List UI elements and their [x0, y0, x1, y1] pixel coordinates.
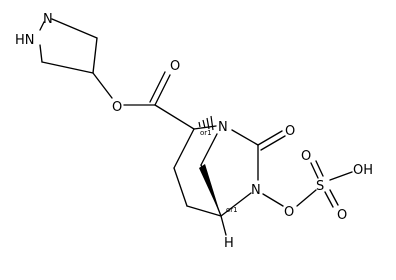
- pyrazolidine-nh-label: HN: [15, 33, 35, 48]
- bond-ccarbonyl-o-a: [154, 74, 171, 106]
- bond-ch2-c4: [92, 37, 98, 74]
- bond-lactamn-c5: [220, 192, 252, 217]
- stereo-label-c5: or1: [226, 206, 238, 214]
- sulfonyl-oxygen-bottom-label: O: [337, 208, 347, 223]
- bond-s-o-bottom-a: [324, 191, 334, 208]
- bond-n-bridge: [200, 133, 218, 166]
- bond-n1-ch2: [51, 18, 98, 39]
- pyrazolidine-ring: [39, 18, 98, 74]
- bond-lactam-co-a: [257, 130, 283, 146]
- stereo-label-c2: or1: [200, 129, 212, 137]
- ester-oxygen-label: O: [112, 100, 122, 115]
- bond-c4-ch2b: [41, 61, 94, 74]
- bond-s-o-top-b: [315, 160, 324, 177]
- sulfonyl-oxygen-top-label: O: [301, 149, 311, 164]
- bond-s-o-top-a: [310, 162, 319, 179]
- hydroxyl-label: OH: [353, 163, 373, 178]
- bridgehead-h-label: H: [224, 236, 234, 251]
- bond-n-ccarbonyl: [231, 129, 259, 146]
- hashed-wedge-c2-n: [198, 115, 214, 131]
- bond-c2-c3: [173, 128, 195, 169]
- lactam-n-label: N: [251, 183, 261, 198]
- bond-c4-c5: [186, 205, 222, 217]
- bond-ccarbonyl-c2: [154, 104, 195, 130]
- bond-n2-n1: [39, 21, 45, 31]
- bond-s-o-bottom-b: [329, 189, 339, 206]
- bond-o-s: [296, 189, 317, 207]
- bond-lactam-co-b: [260, 135, 286, 151]
- bond-c2-n: [193, 125, 217, 130]
- lactam-oxygen-label: O: [285, 124, 295, 139]
- bond-lactamn-o: [262, 193, 284, 207]
- bicyclic-core: [173, 115, 259, 236]
- bond-ccarbonyl-o-b: [149, 71, 166, 103]
- bond-c3-c4: [173, 167, 188, 207]
- sulfur-label: S: [316, 179, 324, 194]
- bond-c5-h: [220, 215, 227, 236]
- pyrazolidine-n1-label: N: [43, 12, 53, 27]
- bridgehead-n-label: N: [218, 120, 228, 135]
- bond-c4-oester: [92, 72, 113, 99]
- bond-ch2b-n2: [39, 44, 43, 63]
- carbonyl-oxygen-label: O: [170, 59, 180, 74]
- wedge-c5-bridge: [199, 164, 221, 216]
- n-oxygen-label: O: [284, 205, 294, 220]
- bond-s-oh: [329, 171, 353, 181]
